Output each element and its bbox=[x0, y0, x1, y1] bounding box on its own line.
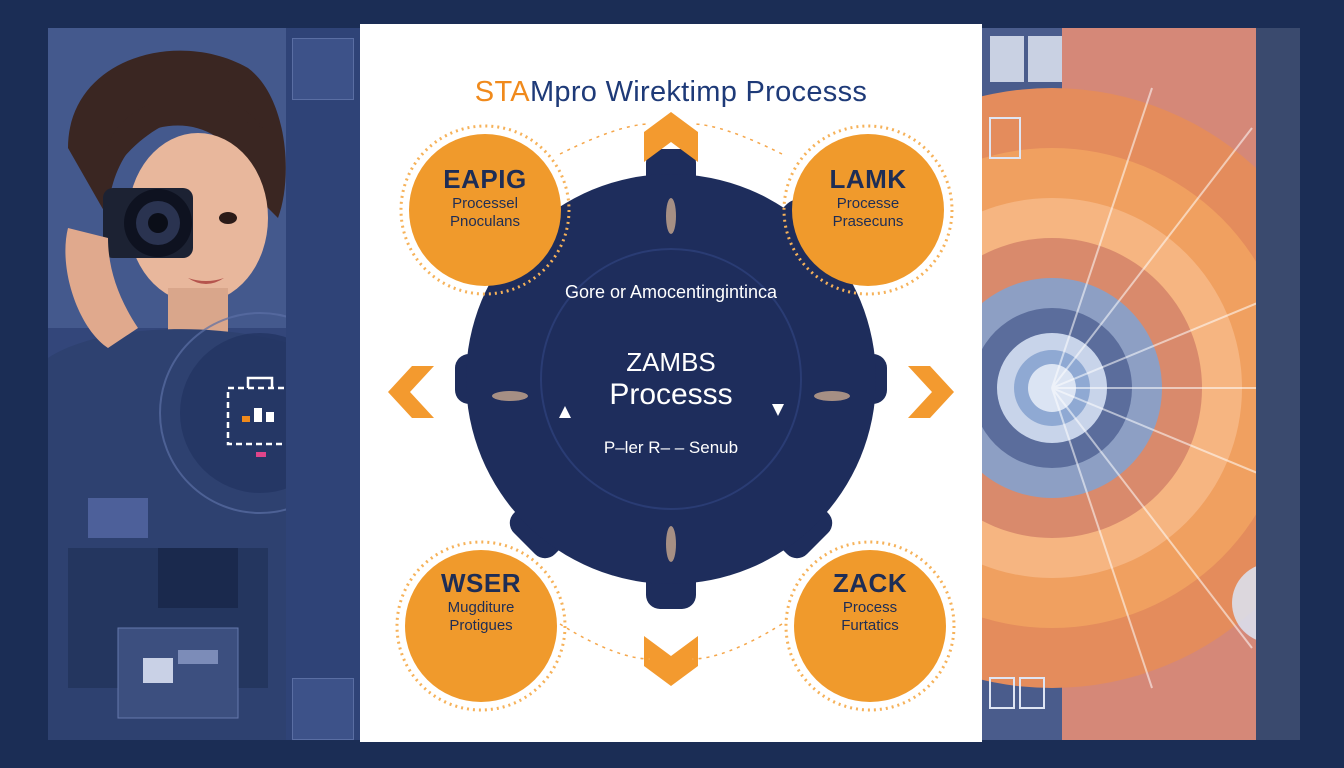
right-mosaic-panel bbox=[982, 28, 1300, 740]
node-bottom-left-text: WSER Mugditure Protigues bbox=[405, 568, 557, 635]
node-top-right bbox=[782, 124, 954, 296]
strip-tile bbox=[292, 678, 354, 740]
gear-center-subtitle: Processs bbox=[609, 378, 733, 411]
node-line: Furtatics bbox=[841, 617, 899, 634]
process-diagram bbox=[388, 112, 956, 712]
node-line: Processel bbox=[452, 195, 518, 212]
node-title: WSER bbox=[441, 568, 521, 598]
node-line: Prasecuns bbox=[832, 213, 904, 230]
left-icon-strip bbox=[286, 28, 360, 740]
node-title: ZACK bbox=[832, 568, 908, 598]
title-rest: Mpro Wirektimp Processs bbox=[529, 76, 868, 108]
node-title: LAMK bbox=[829, 164, 907, 194]
node-bottom-right-text: ZACK Process Furtatics bbox=[794, 568, 946, 635]
node-line: Process bbox=[842, 599, 898, 616]
gear-center-text: Gore or Amocentingintinca ZAMBS Processs… bbox=[531, 282, 811, 458]
node-line: Mugditure bbox=[447, 599, 515, 616]
diagram-title: STAMpro Wirektimp Processs bbox=[360, 76, 982, 109]
strip-tile bbox=[292, 38, 354, 100]
node-line: Pnoculans bbox=[449, 213, 521, 230]
connector-lines bbox=[559, 123, 783, 660]
node-top-left bbox=[399, 124, 571, 296]
node-bottom-left bbox=[395, 540, 567, 712]
ring-arrow-icon bbox=[559, 404, 784, 418]
node-title: EAPIG bbox=[443, 164, 527, 194]
node-bottom-right bbox=[784, 540, 956, 712]
node-line: Processe bbox=[836, 195, 900, 212]
gear-ring-bottom-text: P–ler R– – Senub bbox=[603, 438, 739, 457]
title-accent: STA bbox=[474, 76, 530, 108]
left-photo-panel bbox=[48, 28, 360, 740]
radial-mosaic-illustration bbox=[982, 28, 1300, 740]
right-edge-strip bbox=[1256, 28, 1300, 740]
node-line: Protigues bbox=[449, 617, 513, 634]
chevron-arrow-icon bbox=[388, 112, 954, 686]
gear-center-title: ZAMBS bbox=[626, 347, 716, 377]
process-card: STAMpro Wirektimp Processs bbox=[360, 24, 982, 742]
node-top-left-text: EAPIG Processel Pnoculans bbox=[409, 164, 561, 231]
node-top-right-text: LAMK Processe Prasecuns bbox=[792, 164, 944, 231]
gear-ring-top-text: Gore or Amocentingintinca bbox=[564, 282, 778, 302]
